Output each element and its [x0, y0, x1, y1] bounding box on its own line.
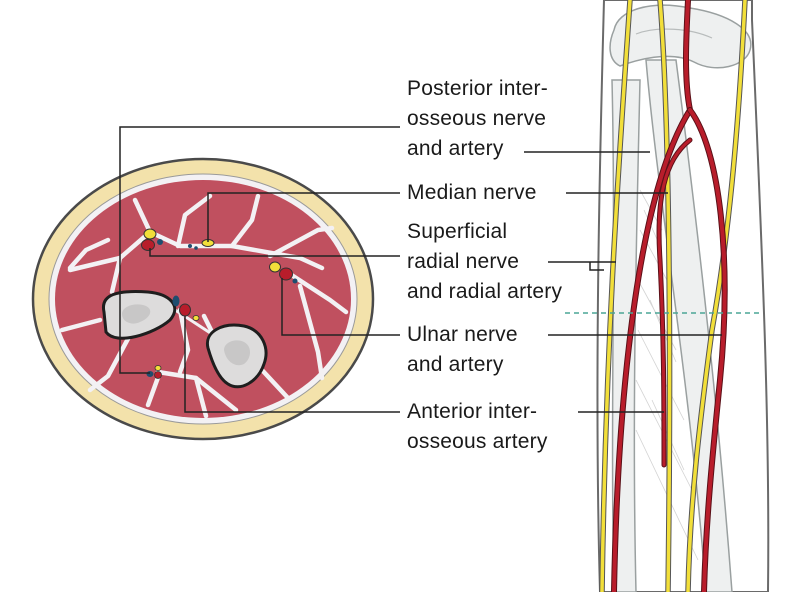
leader-median-nerve	[207, 192, 400, 242]
label-line: Anterior inter-	[407, 400, 538, 423]
radial-nerve-artery-bundle	[269, 261, 298, 284]
label-anterior-interosseous: Anterior inter- osseous artery	[407, 397, 548, 457]
label-line: radial nerve	[407, 250, 520, 273]
label-median-nerve: Median nerve	[407, 178, 537, 208]
label-superficial-radial: Superficial radial nerve and radial arte…	[407, 217, 562, 307]
leader-superficial-radial	[149, 248, 400, 257]
muscle-mass	[55, 180, 351, 418]
nerves-longitudinal	[599, 0, 748, 595]
label-line: and artery	[407, 137, 504, 160]
label-line: Posterior inter-	[407, 77, 548, 100]
label-line: Ulnar nerve	[407, 323, 518, 346]
label-line: and artery	[407, 353, 504, 376]
leader-posterior-interosseous	[119, 126, 400, 374]
forearm-cross-section	[31, 157, 375, 441]
leader-ulnar	[281, 278, 400, 336]
leader-lines	[119, 126, 722, 413]
label-ulnar: Ulnar nerve and artery	[407, 320, 518, 380]
ulna-marrow	[224, 340, 250, 366]
label-line: Median nerve	[407, 181, 537, 204]
label-line: osseous artery	[407, 430, 548, 453]
forearm-longitudinal-view	[565, 0, 770, 595]
leader-anterior-interosseous	[184, 316, 400, 413]
posterior-interosseous-bundle	[141, 228, 163, 251]
elbow-joint	[609, 4, 752, 69]
label-line: and radial artery	[407, 280, 563, 303]
label-line: Superficial	[407, 220, 508, 243]
leader-superficial-radial-right	[548, 261, 616, 271]
radius-marrow	[122, 304, 151, 324]
label-line: osseous nerve	[407, 107, 547, 130]
label-posterior-interosseous: Posterior inter- osseous nerve and arter…	[407, 74, 548, 164]
